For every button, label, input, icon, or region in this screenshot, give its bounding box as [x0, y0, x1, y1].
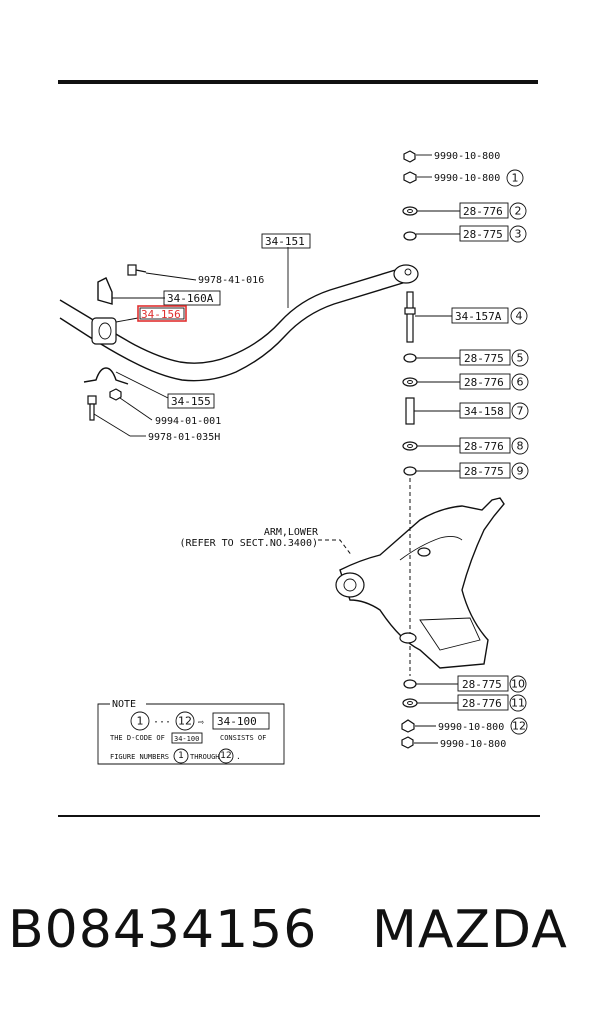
note-line3-b: 12 — [220, 751, 231, 761]
bracket-34-160A: 34-160A — [97, 277, 221, 306]
figure-number-4: 4 — [516, 310, 523, 323]
bolt-9978-01-035H: 9978-01-035H — [87, 395, 220, 443]
spacer-34-158: 34-158 7 — [405, 397, 529, 425]
callout-9978-41-016: 9978-41-016 — [198, 275, 264, 286]
callout-9990-bottom-2: 9990-10-800 — [440, 739, 506, 750]
note-arrow: ⇨ — [198, 717, 204, 728]
callout-34-160A: 34-160A — [167, 292, 214, 305]
note-box: NOTE 1 ··· 12 ⇨ 34-100 THE D-CODE OF 34-… — [97, 699, 285, 765]
callout-9990-top-1: 9990-10-800 — [434, 151, 500, 162]
figure-number-12: 12 — [512, 720, 526, 733]
nut-9990-top-1: 9990-10-800 — [403, 150, 500, 163]
callout-28-775-5: 28-775 — [464, 352, 504, 365]
bushing-34-156: 34-156 — [91, 305, 187, 345]
bushing-28-775-10: 28-775 10 — [403, 675, 527, 693]
note-range-start: 1 — [137, 715, 144, 728]
arm-label-line1: ARM,LOWER — [264, 527, 319, 538]
note-code: 34-100 — [217, 715, 257, 728]
callout-28-776-2: 28-776 — [463, 205, 503, 218]
callout-34-158: 34-158 — [464, 405, 504, 418]
callout-9994-01-001: 9994-01-001 — [155, 416, 221, 427]
bushing-28-775-9: 28-775 9 — [403, 462, 529, 480]
figure-number-5: 5 — [517, 352, 524, 365]
callout-28-775-9: 28-775 — [464, 465, 504, 478]
nut-9990-top-2: 9990-10-800 1 — [403, 169, 524, 187]
note-range-end: 12 — [178, 715, 192, 728]
bolt-34-157A: 34-157A 4 — [404, 291, 528, 343]
footer-part-number: B08434156 — [8, 900, 318, 960]
note-line3-pre: FIGURE NUMBERS — [110, 753, 169, 761]
callout-28-776-6: 28-776 — [464, 376, 504, 389]
figure-number-3: 3 — [515, 228, 522, 241]
callout-34-155: 34-155 — [171, 395, 211, 408]
figure-number-9: 9 — [517, 465, 524, 478]
note-line3-mid: THROUGH — [190, 753, 220, 761]
washer-28-776-6: 28-776 6 — [402, 373, 529, 391]
bushing-28-775-3: 28-775 3 — [403, 225, 527, 243]
footer: B08434156 MAZDA — [0, 900, 600, 970]
figure-number-1: 1 — [512, 172, 519, 185]
note-line3-a: 1 — [178, 751, 184, 761]
footer-brand: MAZDA — [372, 900, 568, 960]
note-line2-pre: THE D-CODE OF — [110, 734, 165, 742]
callout-9990-top-2: 9990-10-800 — [434, 173, 500, 184]
washer-28-776-2: 28-776 2 — [402, 202, 527, 220]
callout-34-156: 34-156 — [141, 308, 181, 321]
figure-number-11: 11 — [511, 697, 525, 710]
note-line3-end: . — [236, 752, 241, 761]
highlight-box — [137, 305, 187, 322]
washer-28-776-11: 28-776 11 — [402, 694, 527, 712]
callout-28-776-8: 28-776 — [464, 440, 504, 453]
figure-number-2: 2 — [515, 205, 522, 218]
figure-number-8: 8 — [517, 440, 524, 453]
arm-label-line2: (REFER TO SECT.NO.3400) — [180, 538, 318, 549]
stabilizer-bar: 34-151 — [59, 233, 419, 382]
clamp-34-155: 34-155 — [83, 367, 215, 409]
figure-number-6: 6 — [517, 376, 524, 389]
figure-number-10: 10 — [511, 678, 525, 691]
nut-9990-bottom-2: 9990-10-800 — [401, 736, 506, 750]
callout-34-157A: 34-157A — [455, 310, 502, 323]
washer-28-776-8: 28-776 8 — [402, 437, 529, 455]
note-line2-code: 34-100 — [174, 735, 199, 743]
callout-28-775-10: 28-775 — [462, 678, 502, 691]
callout-34-151: 34-151 — [265, 235, 305, 248]
nut-9994-01-001: 9994-01-001 — [109, 388, 221, 427]
callout-9990-bottom-1: 9990-10-800 — [438, 722, 504, 733]
callout-9978-01-035H: 9978-01-035H — [148, 432, 220, 443]
figure-number-7: 7 — [517, 405, 524, 418]
bushing-28-775-5: 28-775 5 — [403, 349, 529, 367]
bolt-9978-41-016: 9978-41-016 — [127, 264, 264, 286]
note-title: NOTE — [112, 699, 136, 710]
nut-9990-bottom-1: 9990-10-800 12 — [401, 717, 528, 735]
callout-28-775-3: 28-775 — [463, 228, 503, 241]
lower-arm: ARM,LOWER (REFER TO SECT.NO.3400) — [180, 497, 505, 669]
note-line2-post: CONSISTS OF — [220, 734, 266, 742]
callout-28-776-11: 28-776 — [462, 697, 502, 710]
note-range-dots: ··· — [153, 717, 171, 728]
